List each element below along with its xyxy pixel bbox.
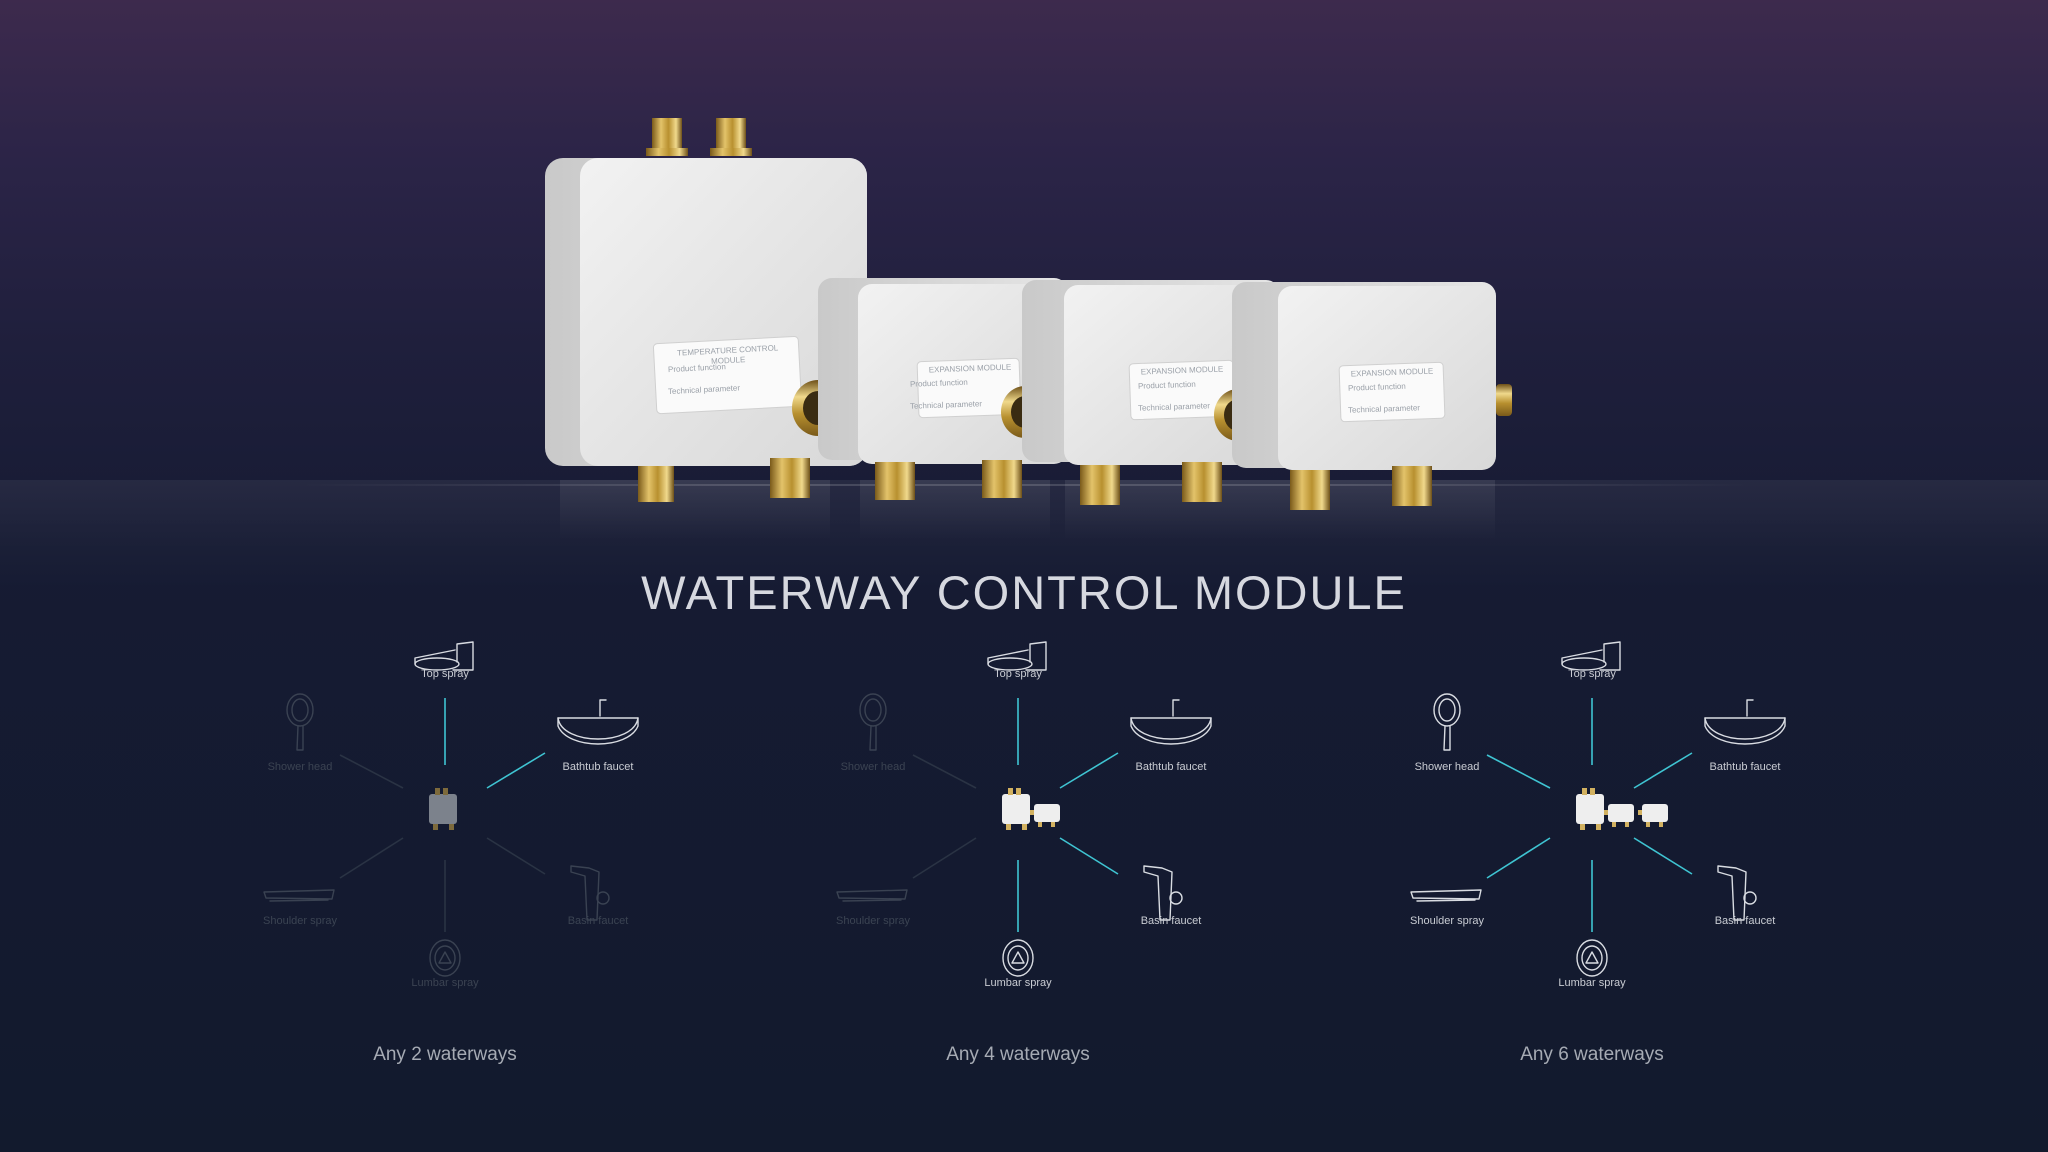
shower-icon	[1433, 693, 1461, 751]
outlet-label-lumbar: Lumbar spray	[1558, 977, 1626, 989]
connector-line	[486, 752, 546, 789]
connector-line	[912, 754, 977, 789]
outlet-label-top: Top spray	[994, 668, 1042, 680]
shoulder-icon	[263, 889, 335, 902]
outlet-label-top: Top spray	[421, 668, 469, 680]
diagram-graphic	[263, 641, 639, 977]
expansion-module	[1022, 280, 1280, 505]
outlet-label-basin: Basin faucet	[1140, 915, 1202, 927]
diagram-graphic	[836, 641, 1212, 977]
outlet-label-bathtub: Bathtub faucet	[562, 761, 634, 773]
outlet-label-shower: Shower head	[1414, 761, 1480, 773]
product-render	[545, 118, 1512, 540]
diagram-caption: Any 6 waterways	[1520, 1044, 1664, 1065]
outlet-label-lumbar: Lumbar spray	[984, 977, 1052, 989]
page-title: WATERWAY CONTROL MODULE	[641, 566, 1407, 620]
basin-icon	[1717, 865, 1757, 921]
lumbar-icon	[429, 939, 461, 977]
temperature-control-module	[545, 118, 867, 502]
outlet-label-lumbar: Lumbar spray	[411, 977, 479, 989]
connector-line	[339, 754, 404, 789]
shower-icon	[859, 693, 887, 751]
connector-line	[339, 837, 404, 879]
shoulder-icon	[836, 889, 908, 902]
diagram-caption: Any 4 waterways	[946, 1044, 1090, 1065]
control-module-icon	[1576, 788, 1668, 830]
control-module-icon	[429, 788, 457, 830]
connector-line	[1059, 752, 1119, 789]
control-module-icon	[1002, 788, 1060, 830]
connector-line	[1059, 837, 1119, 875]
outlet-label-basin: Basin faucet	[567, 915, 629, 927]
outlet-label-shower: Shower head	[840, 761, 906, 773]
top-icon	[987, 641, 1047, 671]
outlet-label-basin: Basin faucet	[1714, 915, 1776, 927]
top-icon	[414, 641, 474, 671]
bathtub-icon	[1704, 699, 1786, 745]
bathtub-icon	[1130, 699, 1212, 745]
basin-icon	[1143, 865, 1183, 921]
connector-line	[1633, 752, 1693, 789]
lumbar-icon	[1576, 939, 1608, 977]
outlet-label-shoulder: Shoulder spray	[1410, 915, 1484, 927]
lumbar-icon	[1002, 939, 1034, 977]
shower-icon	[286, 693, 314, 751]
connector-line	[1486, 837, 1551, 879]
expansion-module	[1232, 282, 1512, 510]
diagram-graphic	[1410, 641, 1786, 977]
outlet-label-shoulder: Shoulder spray	[836, 915, 910, 927]
connector-line	[912, 837, 977, 879]
connector-line	[1486, 754, 1551, 789]
connector-line	[1633, 837, 1693, 875]
shoulder-icon	[1410, 889, 1482, 902]
outlet-label-bathtub: Bathtub faucet	[1709, 761, 1781, 773]
bathtub-icon	[557, 699, 639, 745]
outlet-label-bathtub: Bathtub faucet	[1135, 761, 1207, 773]
outlet-label-shoulder: Shoulder spray	[263, 915, 337, 927]
diagram-caption: Any 2 waterways	[373, 1044, 517, 1065]
basin-icon	[570, 865, 610, 921]
top-icon	[1561, 641, 1621, 671]
outlet-label-top: Top spray	[1568, 668, 1616, 680]
connector-line	[486, 837, 546, 875]
outlet-label-shower: Shower head	[267, 761, 333, 773]
expansion-module	[818, 278, 1068, 500]
